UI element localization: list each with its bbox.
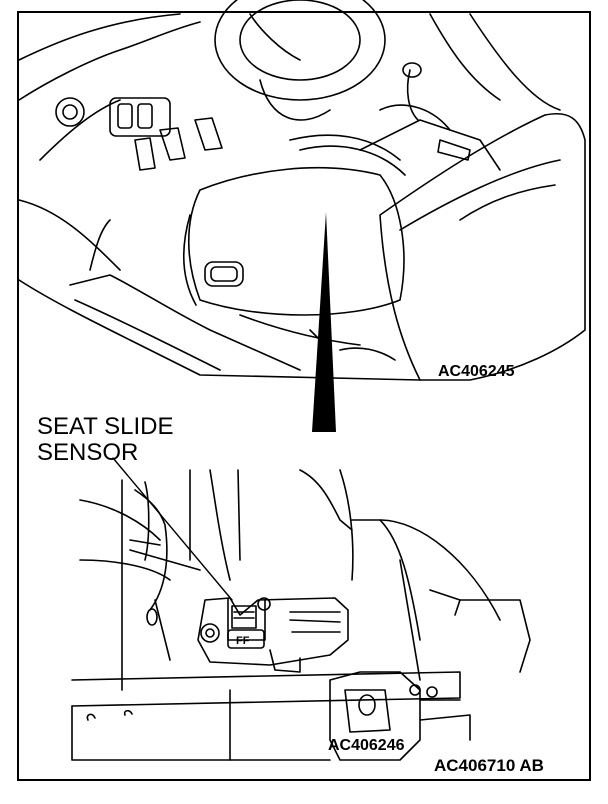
figure-code: AC406710 AB (434, 756, 544, 775)
pointer-arrow (312, 212, 336, 432)
detail-view-code: AC406246 (328, 737, 405, 754)
seat-rail-detail-illustration (71, 469, 531, 761)
top-view-code: AC406245 (438, 363, 515, 380)
connector-mark: FF (236, 635, 250, 647)
callout-line-2: SENSOR (37, 439, 139, 466)
figure-frame (17, 11, 591, 781)
vehicle-interior-illustration (18, 0, 586, 381)
callout-line-1: SEAT SLIDE (37, 413, 174, 440)
callout-leader-line (112, 457, 233, 601)
